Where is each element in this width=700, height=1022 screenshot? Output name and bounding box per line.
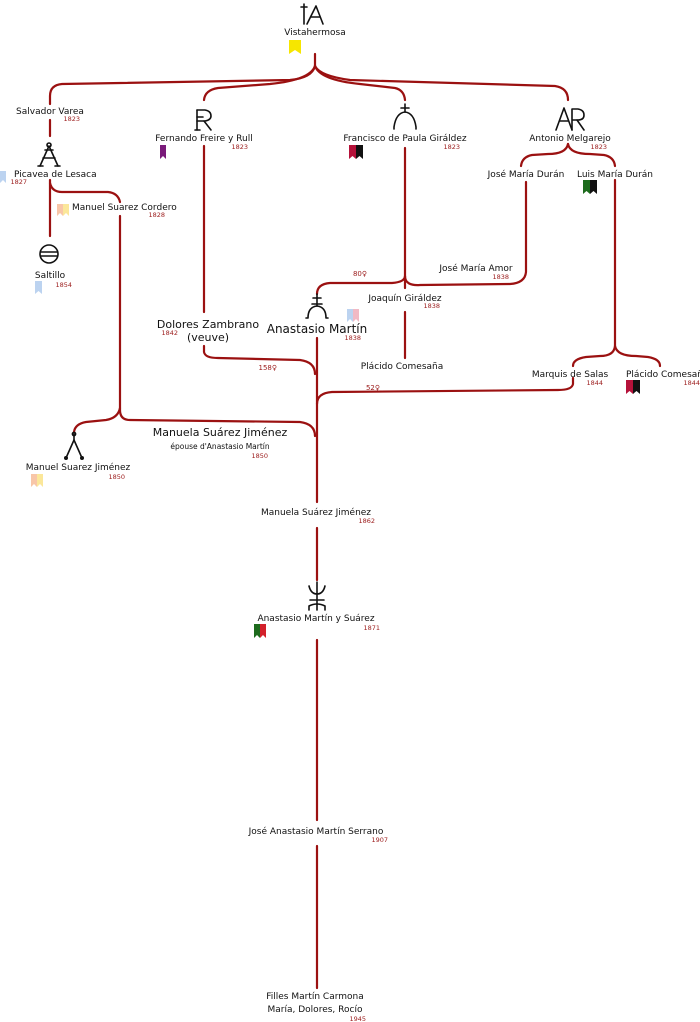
node-saltillo-name: Saltillo	[35, 271, 66, 281]
lambda-brand-icon	[64, 431, 84, 460]
count-80: 80♀	[353, 270, 367, 278]
line-antonio-branch	[519, 142, 570, 168]
node-anastasio-suarez-name: Anastasio Martín y Suárez	[257, 614, 374, 624]
line-duran-amor	[403, 180, 528, 287]
line-to-manuel-jimenez	[72, 406, 122, 434]
node-anastasio-suarez-year: 1871	[363, 624, 380, 632]
lightblue-flag-icon	[0, 171, 6, 183]
crimson-black-flag-icon	[626, 380, 640, 394]
vistahermosa-brand-icon	[300, 3, 324, 25]
node-marques-name: Marquis de Salas	[532, 370, 609, 380]
line-luis-placido2	[613, 344, 662, 368]
node-filles-year: 1945	[349, 1015, 366, 1022]
node-jose-anastasio-name: José Anastasio Martín Serrano	[248, 826, 384, 837]
node-manuel-jimenez-year: 1850	[108, 473, 125, 481]
node-joaquin-name: Joaquín Giráldez	[367, 294, 442, 304]
line-to-salvador	[48, 64, 317, 106]
node-dolores-name: Dolores Zambrano	[157, 318, 259, 331]
fr-brand-icon	[194, 109, 212, 131]
node-manuela-name: Manuela Suárez Jiménez	[261, 507, 371, 518]
count-52: 52♀	[366, 384, 380, 392]
node-luis-duran-name: Luis María Durán	[577, 170, 653, 180]
node-placido2-name: Plácido Comesaña	[626, 370, 700, 380]
node-picavea-year: 1827	[10, 178, 27, 186]
node-manuela-epouse-subtitle: épouse d'Anastasio Martín	[170, 442, 270, 451]
picavea-brand-icon	[37, 142, 61, 167]
node-jose-amor-year: 1838	[492, 273, 509, 281]
node-saltillo-year: 1854	[55, 281, 72, 289]
node-fernando-year: 1823	[231, 143, 248, 151]
node-salvador-name: Salvador Varea	[16, 107, 84, 117]
green-black-flag-icon	[583, 180, 597, 194]
pink-black-flag-icon	[349, 145, 363, 159]
node-cordero-name: Manuel Suarez Cordero	[72, 203, 177, 213]
node-manuel-jimenez-name: Manuel Suarez Jiménez	[26, 462, 131, 473]
node-dolores-status: (veuve)	[187, 331, 229, 344]
node-cordero-year: 1828	[148, 211, 165, 219]
ar-brand-icon	[555, 107, 585, 131]
node-manuela-epouse-name: Manuela Suárez Jiménez	[153, 426, 288, 439]
lightblue-flag-icon	[35, 281, 42, 294]
cross-arch-brand-icon	[305, 293, 329, 319]
node-picavea-name: Picavea de Lesaca	[14, 170, 97, 180]
node-placido-name: Plácido Comesaña	[361, 362, 444, 372]
lightblue-pink-flag-icon	[347, 309, 359, 322]
line-to-antonio	[313, 64, 570, 102]
node-joaquin-year: 1838	[423, 302, 440, 310]
node-anastasio-year: 1838	[344, 334, 361, 342]
peach-yellow-flag-icon	[31, 474, 43, 487]
lineage-lines	[48, 52, 662, 990]
node-filles-name: Filles Martín Carmona	[266, 992, 364, 1002]
node-antonio-year: 1823	[590, 143, 607, 151]
peach-yellow-flag-icon	[57, 204, 69, 216]
line-picavea-cordero	[48, 181, 122, 204]
line-antonio-luis	[566, 142, 617, 168]
line-to-francisco	[313, 64, 407, 102]
line-to-fernando	[202, 64, 317, 102]
line-luis-marques	[571, 178, 617, 368]
node-vistahermosa-name: Vistahermosa	[284, 28, 345, 38]
node-manuela-epouse-year: 1850	[251, 452, 268, 460]
node-manuela-year: 1862	[358, 517, 375, 525]
line-cordero-down	[118, 214, 317, 438]
node-marques-year: 1844	[586, 379, 603, 387]
line-marques-trunk	[315, 376, 575, 406]
node-placido2-year: 1844	[683, 379, 700, 387]
node-anastasio-name: Anastasio Martín	[267, 322, 368, 336]
line-amor-anastasio	[315, 274, 407, 296]
circle-bar-brand-icon	[39, 244, 59, 264]
trident-brand-icon	[308, 581, 326, 611]
green-red-flag-icon	[254, 624, 266, 638]
node-filles-members: María, Dolores, Rocío	[268, 1005, 363, 1015]
node-jose-amor-name: José María Amor	[438, 263, 513, 274]
node-francisco-name: Francisco de Paula Giráldez	[343, 134, 467, 144]
node-jose-anastasio-year: 1907	[371, 836, 388, 844]
node-salvador-year: 1823	[63, 115, 80, 123]
count-158: 158♀	[259, 364, 278, 372]
arch-cross-brand-icon	[393, 103, 417, 130]
node-francisco-year: 1823	[443, 143, 460, 151]
purple-flag-icon	[160, 145, 166, 159]
yellow-flag-icon	[289, 40, 301, 54]
node-antonio-name: Antonio Melgarejo	[529, 134, 611, 144]
line-dolores-trunk	[202, 344, 317, 376]
node-dolores-year: 1842	[161, 329, 178, 337]
node-fernando-name: Fernando Freire y Rull	[155, 134, 252, 144]
node-jose-duran-name: José María Durán	[487, 169, 565, 180]
